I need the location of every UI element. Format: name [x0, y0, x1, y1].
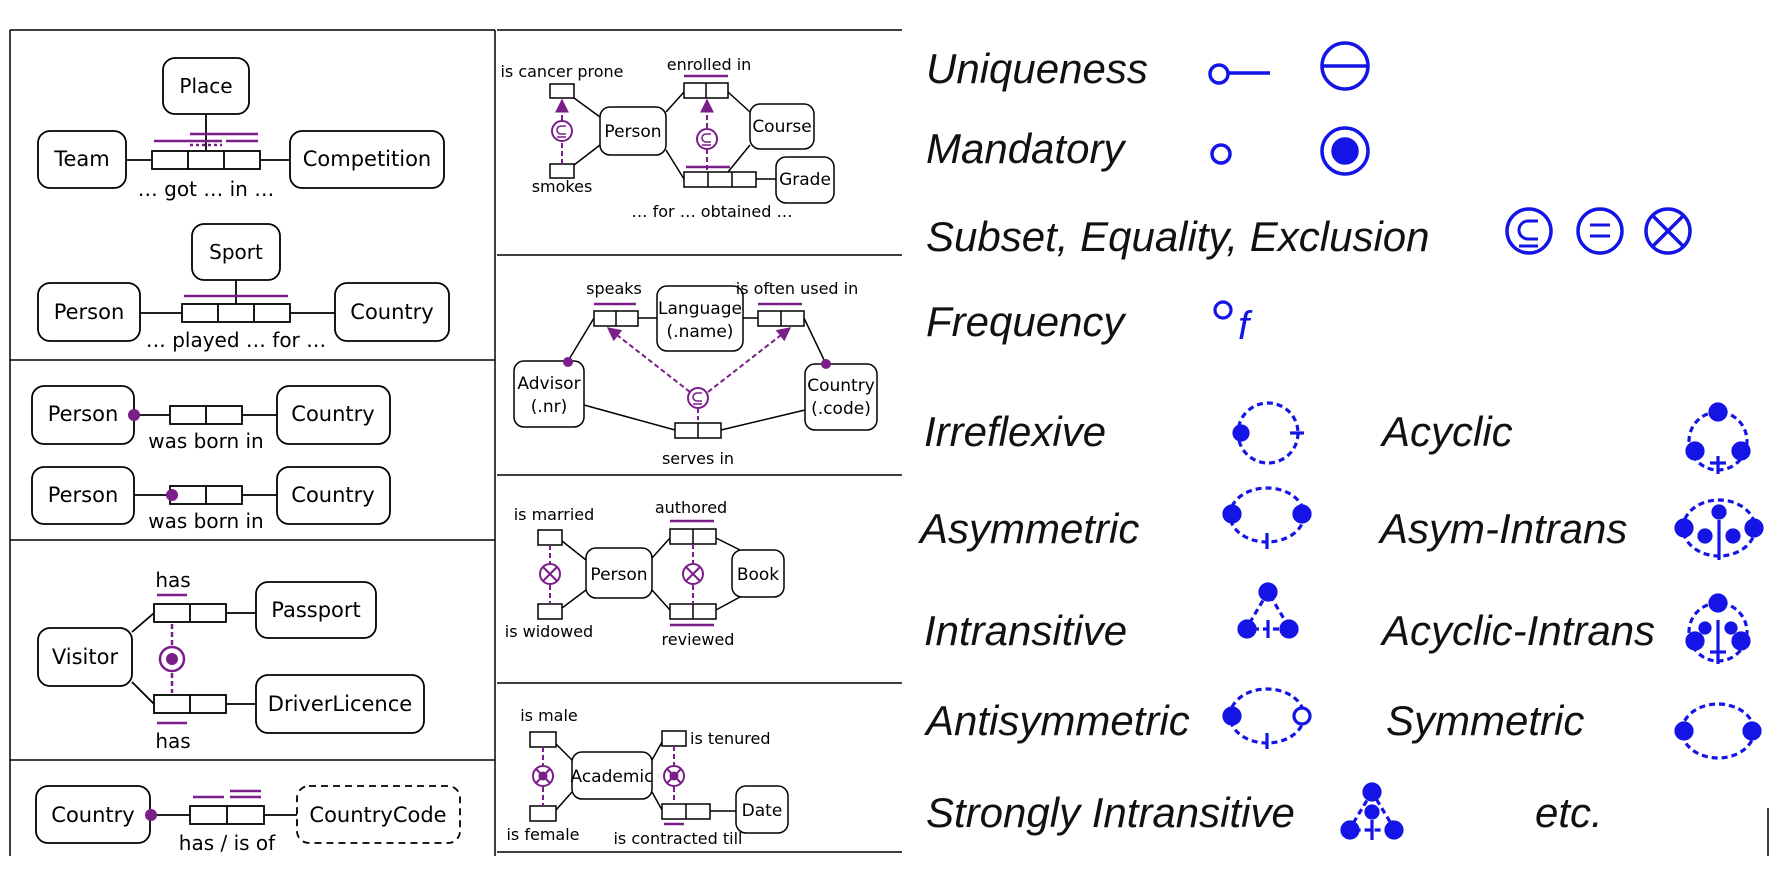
entity-country-1: Country [291, 402, 374, 426]
entity-academic: Academic [571, 767, 654, 787]
mandatory-dot-1 [128, 409, 140, 421]
reading-serves-in: serves in [662, 449, 734, 468]
strongly-intransitive-icon [1340, 782, 1404, 840]
reading-contracted: is contracted till [613, 829, 742, 848]
inclusive-or-dot [166, 653, 178, 665]
panel-academic: is male is female Academic is tenured is… [506, 706, 789, 848]
legend-antisymmetric: Antisymmetric [923, 697, 1190, 744]
entity-person-1: Person [48, 402, 119, 426]
reading-born-1: was born in [148, 429, 263, 453]
frequency-icon [1213, 300, 1233, 320]
symmetric-icon [1674, 702, 1762, 760]
entity-countrycode: CountryCode [309, 803, 446, 827]
reading-born-2: was born in [148, 509, 263, 533]
panel-born: Person Country was born in Person Countr… [31, 385, 391, 533]
reading-reviewed: reviewed [662, 630, 735, 649]
subset-icon [1505, 207, 1553, 255]
exclusion-icon [1644, 207, 1692, 255]
entity-language: Language [658, 299, 742, 319]
reading-often-used: is often used in [736, 279, 859, 298]
reading-smokes: smokes [532, 177, 593, 196]
reading-speaks: speaks [586, 279, 642, 298]
entity-sport: Sport [209, 240, 263, 264]
legend-acyclic-intrans: Acyclic-Intrans [1379, 607, 1655, 654]
entity-person: Person [54, 300, 125, 324]
entity-date: Date [742, 801, 783, 821]
entity-country-3: Country [51, 803, 134, 827]
intransitive-icon [1237, 582, 1299, 639]
asymmetric-icon [1222, 486, 1312, 549]
entity-driverlicence: DriverLicence [268, 692, 412, 716]
legend-frequency: Frequency [926, 298, 1127, 345]
legend-uniqueness: Uniqueness [926, 45, 1148, 92]
entity-passport: Passport [271, 598, 361, 622]
panel-exclusion: is married is widowed Person authored re… [505, 498, 785, 649]
irreflexive-icon [1232, 401, 1304, 465]
reading-got-in: … got … in … [138, 177, 274, 201]
entity-advisor: Advisor [517, 374, 580, 394]
asym-intrans-icon [1674, 498, 1764, 560]
entity-person-excl: Person [590, 565, 647, 585]
legend-irreflexive: Irreflexive [924, 408, 1106, 455]
set-constraint-icons [1505, 207, 1692, 255]
panel-subset: is cancer prone smokes Person enrolled i… [500, 55, 835, 221]
legend-set-constraints: Subset, Equality, Exclusion [926, 213, 1430, 260]
reading-played-for: … played … for … [146, 328, 326, 352]
legend-asymmetric: Asymmetric [917, 505, 1139, 552]
entity-country-lang: Country [807, 376, 875, 396]
legend-acyclic: Acyclic [1379, 408, 1513, 455]
acyclic-icon [1685, 402, 1751, 474]
mandatory-dot-3 [145, 809, 157, 821]
entity-person-subset: Person [604, 122, 661, 142]
reading-cancer-prone: is cancer prone [500, 62, 623, 81]
legend-etc: etc. [1535, 789, 1603, 836]
mandatory-icon [1210, 126, 1370, 176]
entity-course: Course [752, 117, 811, 137]
legend-asym-intrans: Asym-Intrans [1377, 505, 1627, 552]
entity-advisor-ref: (.nr) [531, 397, 567, 417]
equality-icon [1576, 207, 1624, 255]
entity-team: Team [53, 147, 110, 171]
legend-intransitive: Intransitive [924, 607, 1127, 654]
antisymmetric-icon [1222, 687, 1312, 749]
entity-visitor: Visitor [52, 645, 119, 669]
reading-has-2: has [155, 729, 190, 753]
panel-countrycode: Country CountryCode has / is of [35, 785, 461, 855]
entity-country-ref: (.code) [811, 399, 871, 419]
entity-country: Country [350, 300, 433, 324]
reading-widowed: is widowed [505, 622, 593, 641]
entity-book: Book [737, 565, 779, 585]
reading-for-obtained: … for … obtained … [632, 202, 793, 221]
legend-symmetric: Symmetric [1386, 697, 1584, 744]
reading-female: is female [506, 825, 579, 844]
reading-has-is-of: has / is of [179, 831, 276, 855]
mandatory-dot-2 [166, 489, 178, 501]
reading-enrolled: enrolled in [667, 55, 752, 74]
entity-country-2: Country [291, 483, 374, 507]
entity-place: Place [179, 74, 232, 98]
entity-language-ref: (.name) [667, 322, 734, 342]
entity-person-2: Person [48, 483, 119, 507]
frequency-symbol: f [1238, 304, 1253, 348]
reading-authored: authored [655, 498, 727, 517]
entity-grade: Grade [779, 170, 831, 190]
legend-strongly-intransitive: Strongly Intransitive [926, 789, 1295, 836]
reading-has-1: has [155, 568, 190, 592]
acyclic-intrans-icon [1685, 593, 1751, 664]
entity-competition: Competition [303, 147, 432, 171]
legend: Uniqueness Mandatory Subset, Equality, E… [917, 41, 1769, 856]
panel-language: speaks Language (.name) is often used in… [513, 279, 878, 468]
panel-ternary: Place Team Competition … got … in … Spor… [37, 57, 450, 352]
legend-mandatory: Mandatory [926, 125, 1127, 172]
reading-male: is male [520, 706, 578, 725]
panel-frames [9, 29, 902, 856]
panel-visitor: Visitor Passport DriverLicence has has [37, 568, 425, 753]
uniqueness-icon [1208, 41, 1370, 91]
reading-tenured: is tenured [690, 729, 771, 748]
reading-married: is married [514, 505, 595, 524]
